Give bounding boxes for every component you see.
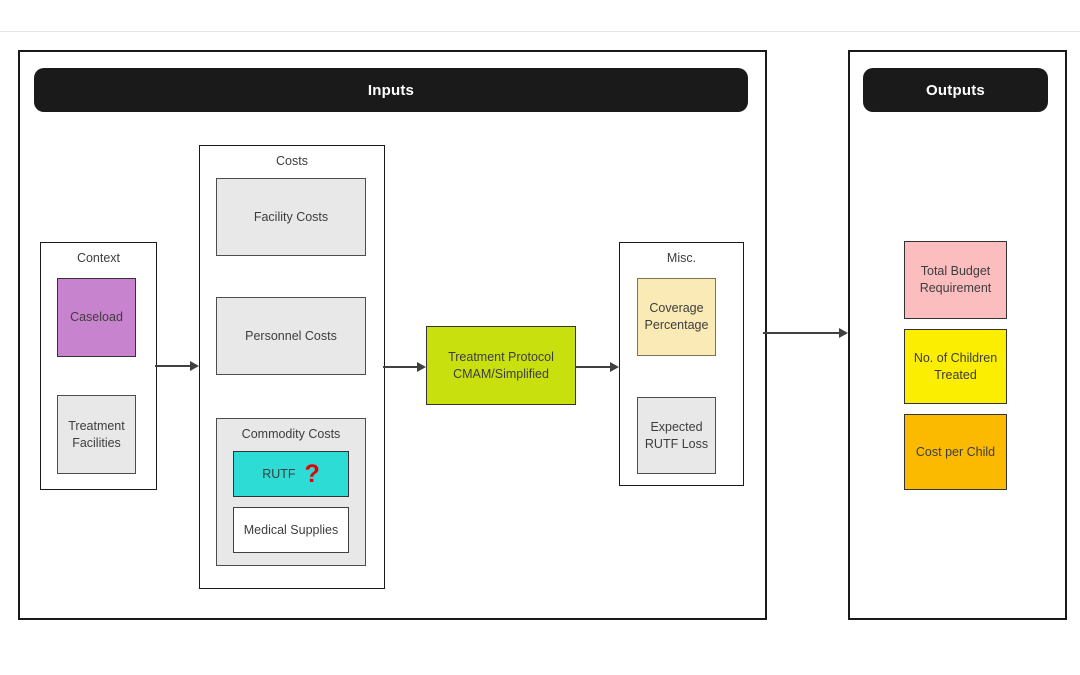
rutf-question-mark-icon: ?	[304, 459, 320, 488]
rutf-node: RUTF ?	[233, 451, 349, 497]
treatment-protocol-node: Treatment Protocol CMAM/Simplified	[426, 326, 576, 405]
outputs-header: Outputs	[863, 68, 1048, 112]
medical-supplies-node: Medical Supplies	[233, 507, 349, 553]
facility-costs-node: Facility Costs	[216, 178, 366, 256]
no-of-children-treated-node: No. of Children Treated	[904, 329, 1007, 404]
inputs-header: Inputs	[34, 68, 748, 112]
caseload-node: Caseload	[57, 278, 136, 357]
inputs-section: Inputs Context Caseload Treatment Facili…	[18, 50, 767, 620]
outputs-section: Outputs Total Budget Requirement No. of …	[848, 50, 1067, 620]
arrow-protocol-to-misc	[576, 362, 619, 372]
top-divider	[0, 31, 1080, 32]
costs-group-label: Costs	[276, 154, 308, 168]
misc-group-label: Misc.	[666, 251, 697, 265]
arrow-inputs-to-outputs	[763, 328, 848, 338]
coverage-percentage-node: Coverage Percentage	[637, 278, 716, 356]
total-budget-requirement-node: Total Budget Requirement	[904, 241, 1007, 319]
expected-rutf-loss-node: Expected RUTF Loss	[637, 397, 716, 474]
rutf-label: RUTF	[262, 466, 296, 481]
context-group-label: Context	[76, 251, 121, 265]
treatment-facilities-node: Treatment Facilities	[57, 395, 136, 474]
cost-per-child-node: Cost per Child	[904, 414, 1007, 490]
arrow-costs-to-protocol	[383, 362, 426, 372]
costs-group: Costs Facility Costs Personnel Costs Com…	[199, 145, 385, 589]
misc-group: Misc. Coverage Percentage Expected RUTF …	[619, 242, 744, 486]
commodity-costs-group: Commodity Costs RUTF ? Medical Supplies	[216, 418, 366, 566]
commodity-costs-label: Commodity Costs	[241, 427, 341, 441]
personnel-costs-node: Personnel Costs	[216, 297, 366, 375]
context-group: Context Caseload Treatment Facilities	[40, 242, 157, 490]
arrow-context-to-costs	[155, 361, 199, 371]
